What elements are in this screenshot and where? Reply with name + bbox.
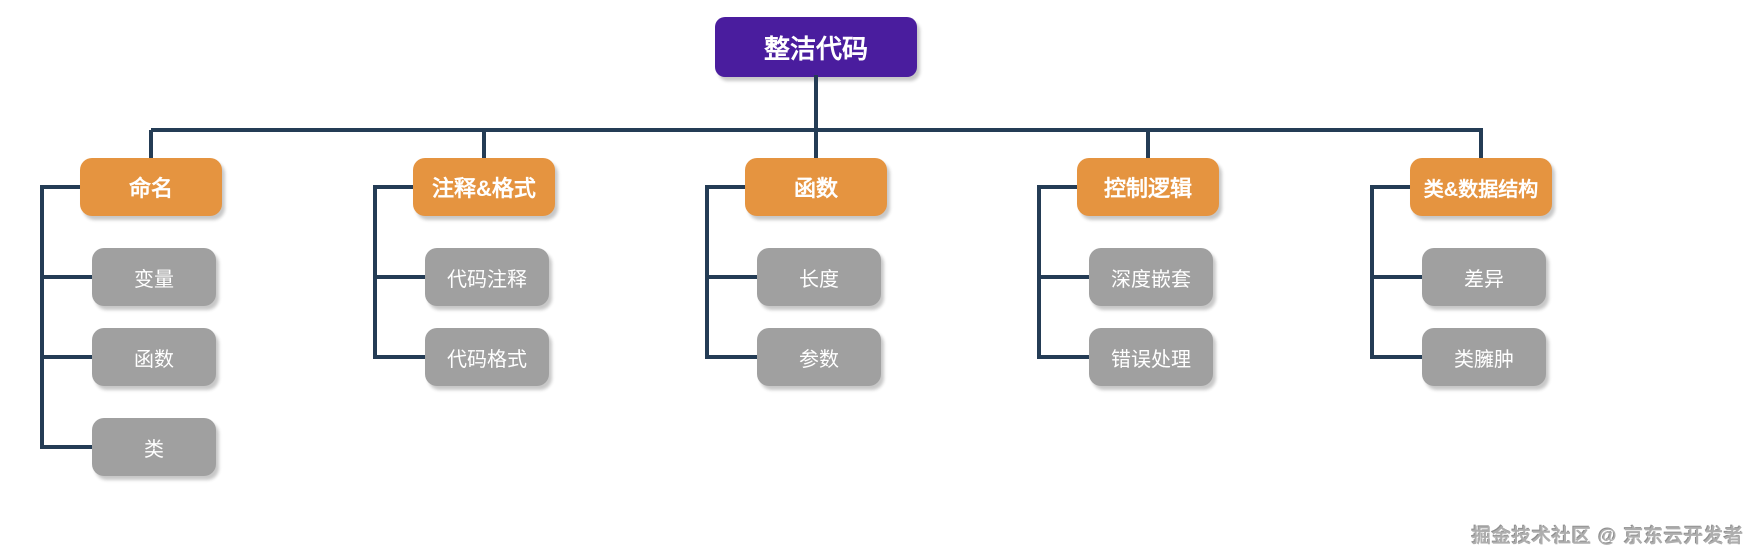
connector-stub-classes-data — [1370, 185, 1410, 189]
connector-trunk-functions — [705, 185, 709, 359]
connector-stub-functions — [40, 355, 92, 359]
connector-stub-comments-format — [373, 185, 413, 189]
child-node-deep-nesting: 深度嵌套 — [1089, 248, 1213, 306]
connector-stub-length — [705, 275, 757, 279]
branch-node-functions: 函数 — [745, 158, 887, 216]
connector-drop-control-logic — [1146, 130, 1150, 158]
connector-stub-error-handling — [1037, 355, 1089, 359]
connector-stub-functions-branch — [705, 185, 745, 189]
connector-stub-control-logic — [1037, 185, 1077, 189]
connector-stub-class-bloat — [1370, 355, 1422, 359]
child-node-class-bloat: 类臃肿 — [1422, 328, 1546, 386]
connector-stub-variables — [40, 275, 92, 279]
branch-node-classes-data-structures: 类&数据结构 — [1410, 158, 1552, 216]
connector-stub-code-comments — [373, 275, 425, 279]
connector-drop-comments-format — [482, 130, 486, 158]
connector-stub-naming — [40, 185, 80, 189]
connector-trunk-comments-format — [373, 185, 377, 359]
connector-stub-differences — [1370, 275, 1422, 279]
child-node-code-comments: 代码注释 — [425, 248, 549, 306]
connector-trunk-control-logic — [1037, 185, 1041, 359]
connector-drop-functions — [814, 130, 818, 158]
root-node-clean-code: 整洁代码 — [715, 17, 917, 77]
connector-trunk-classes-data — [1370, 185, 1374, 359]
child-node-parameters: 参数 — [757, 328, 881, 386]
branch-node-comments-format: 注释&格式 — [413, 158, 555, 216]
connector-root-drop — [814, 75, 818, 130]
child-node-length: 长度 — [757, 248, 881, 306]
child-node-variables: 变量 — [92, 248, 216, 306]
connector-drop-naming — [149, 130, 153, 158]
branch-node-naming: 命名 — [80, 158, 222, 216]
child-node-code-format: 代码格式 — [425, 328, 549, 386]
child-node-classes: 类 — [92, 418, 216, 476]
watermark-text: 掘金技术社区 @ 京东云开发者 — [1471, 526, 1744, 547]
branch-node-control-logic: 控制逻辑 — [1077, 158, 1219, 216]
child-node-differences: 差异 — [1422, 248, 1546, 306]
connector-stub-deep-nesting — [1037, 275, 1089, 279]
connector-drop-classes-data — [1479, 130, 1483, 158]
child-node-error-handling: 错误处理 — [1089, 328, 1213, 386]
connector-stub-parameters — [705, 355, 757, 359]
connector-stub-code-format — [373, 355, 425, 359]
connector-trunk-naming — [40, 185, 44, 449]
connector-stub-classes — [40, 445, 92, 449]
child-node-functions-naming: 函数 — [92, 328, 216, 386]
